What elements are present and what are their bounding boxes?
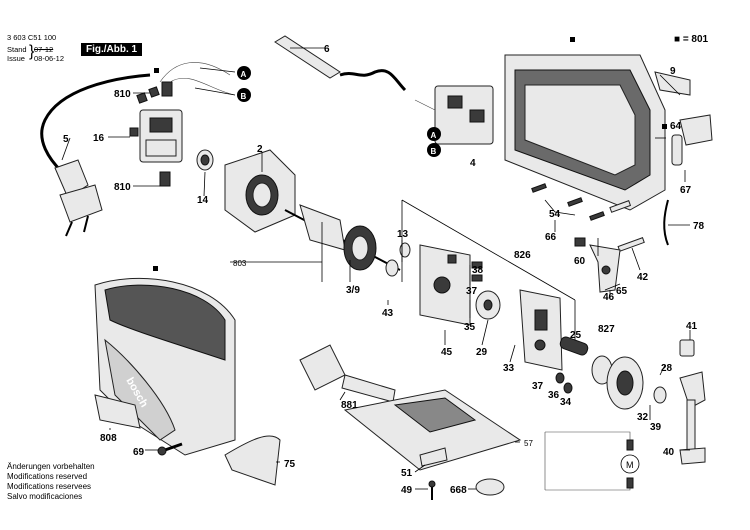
callout-40: 40 xyxy=(663,447,675,458)
callout-35: 35 xyxy=(464,322,476,333)
callout-4: 4 xyxy=(470,158,476,169)
stand-value: 07-12 xyxy=(34,45,54,54)
assembly-markers xyxy=(153,37,667,271)
motor-symbol: M xyxy=(626,460,634,470)
callout-37: 37 xyxy=(532,381,544,392)
wiring-schematic: M xyxy=(544,431,640,491)
callout-32: 32 xyxy=(637,412,649,423)
stand-label: Stand xyxy=(7,45,27,54)
motor-housing xyxy=(504,54,713,211)
callout-49: 49 xyxy=(401,485,413,496)
callout-65: 65 xyxy=(616,286,628,297)
cover-808 xyxy=(94,394,141,429)
callout-38: 38 xyxy=(472,265,484,276)
footer-line: Salvo modificaciones xyxy=(7,492,83,501)
callout-33: 33 xyxy=(503,363,515,374)
connector-a-module: A xyxy=(431,131,437,140)
switch-assembly xyxy=(129,62,236,187)
footer-line: Modifications reservees xyxy=(7,482,92,491)
callout-54: 54 xyxy=(549,209,561,220)
plunger xyxy=(679,339,706,465)
callout-42: 42 xyxy=(637,272,649,283)
screw-69 xyxy=(157,442,183,456)
figure-label: Fig./Abb. 1 xyxy=(81,43,143,56)
leader-lines xyxy=(61,47,691,490)
blade-clamp xyxy=(299,344,396,403)
part-number: 3 603 C51 100 xyxy=(7,33,57,42)
connector-a-top: A xyxy=(241,70,247,79)
callout-75: 75 xyxy=(284,459,296,470)
callout-37-top: 37 xyxy=(466,286,478,297)
callout-60: 60 xyxy=(574,256,586,267)
gear-assembly xyxy=(555,336,667,410)
callout-78: 78 xyxy=(693,221,705,232)
base-plate xyxy=(343,389,522,500)
callout-2: 2 xyxy=(257,144,263,155)
brace-glyph: } xyxy=(29,43,35,60)
armature xyxy=(284,204,411,277)
stroke-plate xyxy=(475,289,563,371)
callout-881: 881 xyxy=(341,400,358,411)
cable-guide xyxy=(274,35,407,92)
callout-6: 6 xyxy=(324,44,330,55)
callout-28: 28 xyxy=(661,363,673,374)
callout-57: 57 xyxy=(524,439,533,448)
callout-810-bottom: 810 xyxy=(114,182,131,193)
callout-29: 29 xyxy=(476,347,488,358)
callout-69: 69 xyxy=(133,447,145,458)
callout-14: 14 xyxy=(197,195,209,206)
issue-label: Issue xyxy=(7,54,25,63)
callout-3-9: 3/9 xyxy=(346,285,360,296)
equivalence-note: ■ = 801 xyxy=(674,34,709,45)
connector-b-module: B xyxy=(431,147,437,156)
callout-13: 13 xyxy=(397,229,409,240)
callout-67: 67 xyxy=(680,185,692,196)
connector-markers: A B A B xyxy=(237,66,441,157)
callout-803: 803 xyxy=(233,259,247,268)
callout-41: 41 xyxy=(686,321,698,332)
electronics-module xyxy=(414,85,494,145)
cover-75 xyxy=(224,435,281,486)
stator xyxy=(196,149,296,233)
callout-51: 51 xyxy=(401,468,413,479)
callout-810-top: 810 xyxy=(114,89,131,100)
callout-45: 45 xyxy=(441,347,453,358)
footer-line: Modifications reserved xyxy=(7,472,88,481)
callout-66: 66 xyxy=(545,232,557,243)
callout-827: 827 xyxy=(598,324,615,335)
callout-826: 826 xyxy=(514,250,531,261)
callout-39: 39 xyxy=(650,422,662,433)
callout-labels: 6 9 810 16 810 5 2 14 4 64 67 78 54 66 6… xyxy=(63,44,705,496)
issue-value: 08-06-12 xyxy=(34,54,65,63)
roller-guide xyxy=(574,237,621,293)
small-pins xyxy=(531,183,669,252)
callout-25: 25 xyxy=(570,330,582,341)
callout-808: 808 xyxy=(100,433,117,444)
housing-shell: bosch xyxy=(94,277,236,456)
power-cord xyxy=(40,73,151,237)
footer-line: Änderungen vorbehalten xyxy=(7,462,95,471)
callout-16: 16 xyxy=(93,133,105,144)
callout-64: 64 xyxy=(670,121,682,132)
callout-46: 46 xyxy=(603,292,615,303)
connector-b-top: B xyxy=(241,92,247,101)
gear-frame xyxy=(419,244,483,326)
callout-668: 668 xyxy=(450,485,467,496)
callout-5: 5 xyxy=(63,134,69,145)
footer-notes: Änderungen vorbehalten Modifications res… xyxy=(7,462,95,502)
callout-9: 9 xyxy=(670,66,676,77)
callout-36: 36 xyxy=(548,390,560,401)
callout-43: 43 xyxy=(382,308,394,319)
callout-34: 34 xyxy=(560,397,572,408)
